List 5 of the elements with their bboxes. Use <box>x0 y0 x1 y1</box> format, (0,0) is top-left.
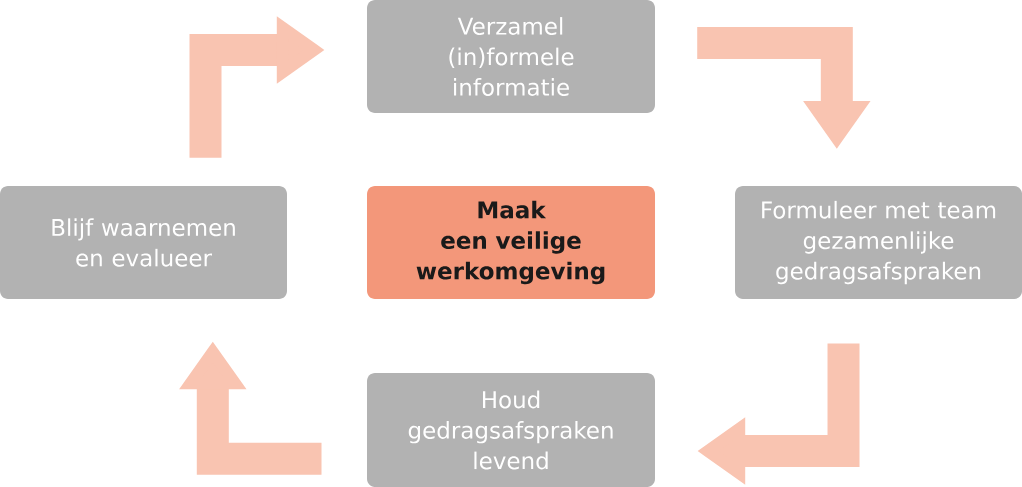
process-box: Formuleer met team gezamenlijke gedragsafspraken <box>735 186 1022 299</box>
process-box: Houd gedragsafspraken levend <box>367 373 655 487</box>
process-box: Verzamel (in)formele informatie <box>367 0 655 113</box>
process-box: Maak een veilige werkomgeving <box>367 186 655 299</box>
process-box: Blijf waarnemen en evalueer <box>0 186 287 299</box>
